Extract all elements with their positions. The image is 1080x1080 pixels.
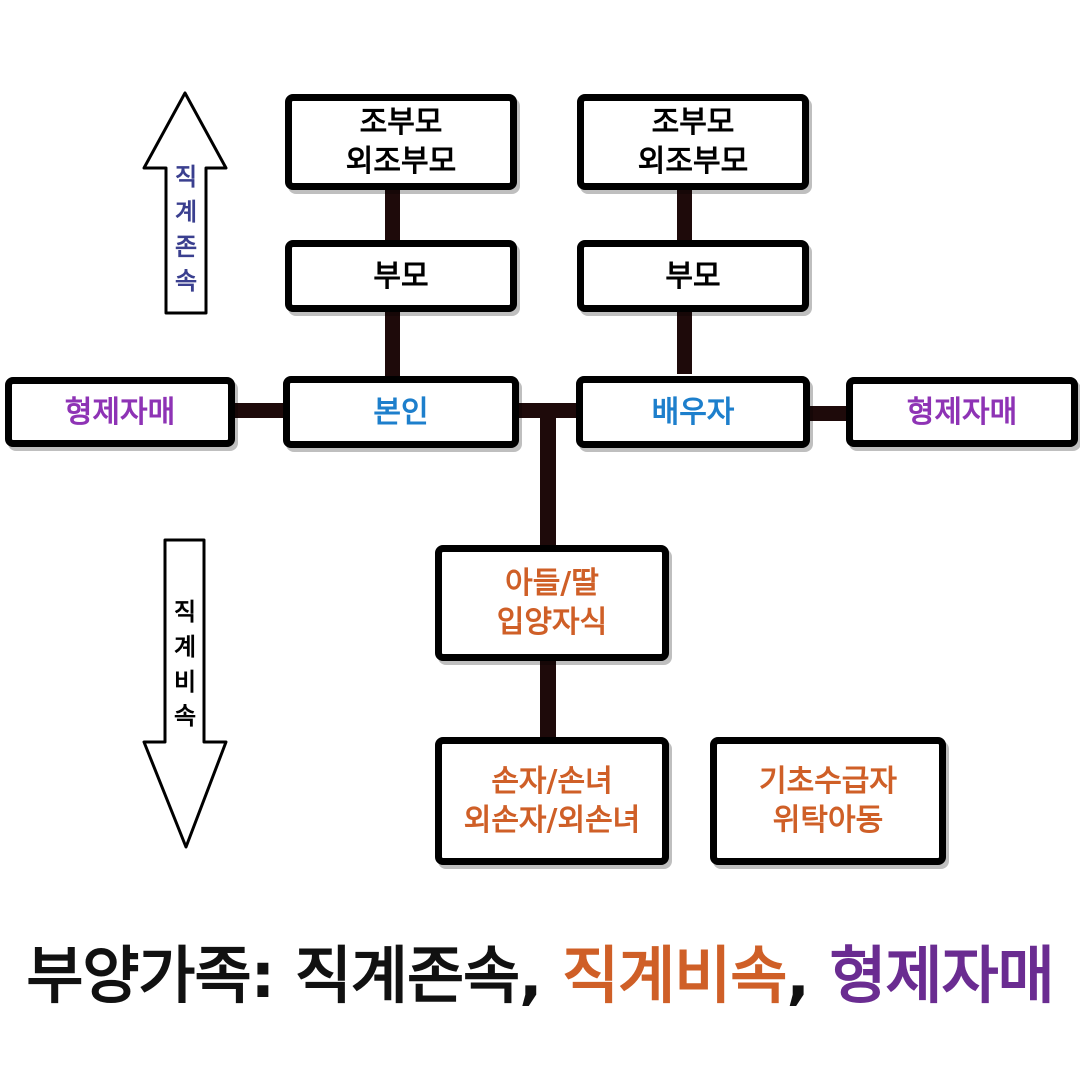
ancestors-char: 계 <box>174 197 198 226</box>
grandchildren-label: 손자/손녀 <box>491 764 613 799</box>
descendants-char: 직 <box>173 598 197 626</box>
grandparents-label: 조부모 <box>359 105 443 140</box>
descendants-arrow-label: 직 계 비 속 <box>167 595 203 734</box>
grandchildren-box: 손자/손녀 외손자/외손녀 <box>435 737 669 865</box>
foster-child-label: 위탁아동 <box>772 803 884 838</box>
caption-separator: , <box>786 939 830 1012</box>
spouse-box: 배우자 <box>576 376 810 448</box>
spouse-label: 배우자 <box>651 394 735 430</box>
grandparents-label: 조부모 <box>651 105 735 140</box>
parents-label: 부모 <box>373 258 429 294</box>
connector-spouse-siblings <box>805 406 851 421</box>
connector-parents-spouse <box>677 312 692 374</box>
children-label: 아들/딸 <box>505 566 599 601</box>
descendants-char: 비 <box>173 667 197 696</box>
siblings-label: 형제자매 <box>906 394 1018 430</box>
ancestors-char: 직 <box>174 163 198 191</box>
connector-children-grandchildren <box>540 655 556 742</box>
connector-grandparents-parents-right <box>677 185 692 245</box>
parents-label: 부모 <box>665 258 721 294</box>
descendants-char: 속 <box>173 702 197 731</box>
down-arrow-icon <box>142 538 228 849</box>
siblings-left-box: 형제자매 <box>5 377 235 447</box>
welfare-box: 기초수급자 위탁아동 <box>710 737 946 865</box>
siblings-label: 형제자매 <box>64 394 176 430</box>
parents-right-box: 부모 <box>577 240 809 312</box>
maternal-grandparents-label: 외조부모 <box>637 144 749 179</box>
connector-siblings-self <box>232 403 288 418</box>
connector-parents-self <box>385 305 400 385</box>
maternal-grandparents-label: 외조부모 <box>345 144 457 179</box>
ancestors-char: 속 <box>174 267 198 296</box>
connector-couple-children <box>540 418 556 552</box>
self-label: 본인 <box>373 394 429 430</box>
basic-livelihood-recipient-label: 기초수급자 <box>759 764 897 799</box>
up-arrow-icon <box>142 91 228 315</box>
grandparents-right-box: 조부모 외조부모 <box>577 94 809 190</box>
ancestors-char: 존 <box>174 232 198 261</box>
caption-descendants: 직계비속 <box>562 939 787 1012</box>
connector-self-spouse <box>515 403 579 418</box>
self-box: 본인 <box>283 376 519 448</box>
caption-prefix: 부양가족: 직계존속, <box>26 939 563 1012</box>
caption-siblings: 형제자매 <box>829 939 1054 1012</box>
connector-grandparents-parents-left <box>385 185 400 245</box>
adopted-children-label: 입양자식 <box>496 605 608 640</box>
parents-left-box: 부모 <box>285 240 517 312</box>
maternal-grandchildren-label: 외손자/외손녀 <box>463 803 641 838</box>
grandparents-left-box: 조부모 외조부모 <box>285 94 517 190</box>
siblings-right-box: 형제자매 <box>846 377 1078 447</box>
children-box: 아들/딸 입양자식 <box>435 545 669 661</box>
caption: 부양가족: 직계존속, 직계비속, 형제자매 <box>0 925 1080 1015</box>
ancestors-arrow-label: 직 계 존 속 <box>168 160 204 299</box>
descendants-char: 계 <box>173 632 197 661</box>
